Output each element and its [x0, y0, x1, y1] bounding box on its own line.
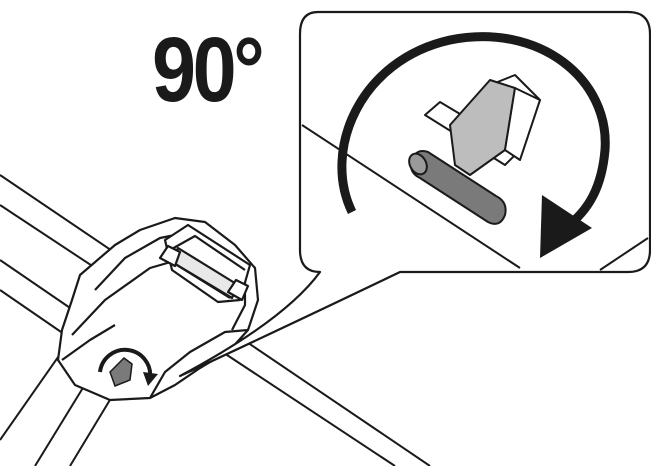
angle-label: 90° — [152, 19, 265, 121]
lever-mechanism — [408, 74, 541, 225]
small-rotation-indicator — [98, 347, 158, 387]
small-lever-icon — [109, 357, 133, 387]
clamp-body — [56, 216, 260, 402]
lever-handle — [410, 150, 507, 225]
rotation-arrow-icon — [337, 32, 610, 258]
